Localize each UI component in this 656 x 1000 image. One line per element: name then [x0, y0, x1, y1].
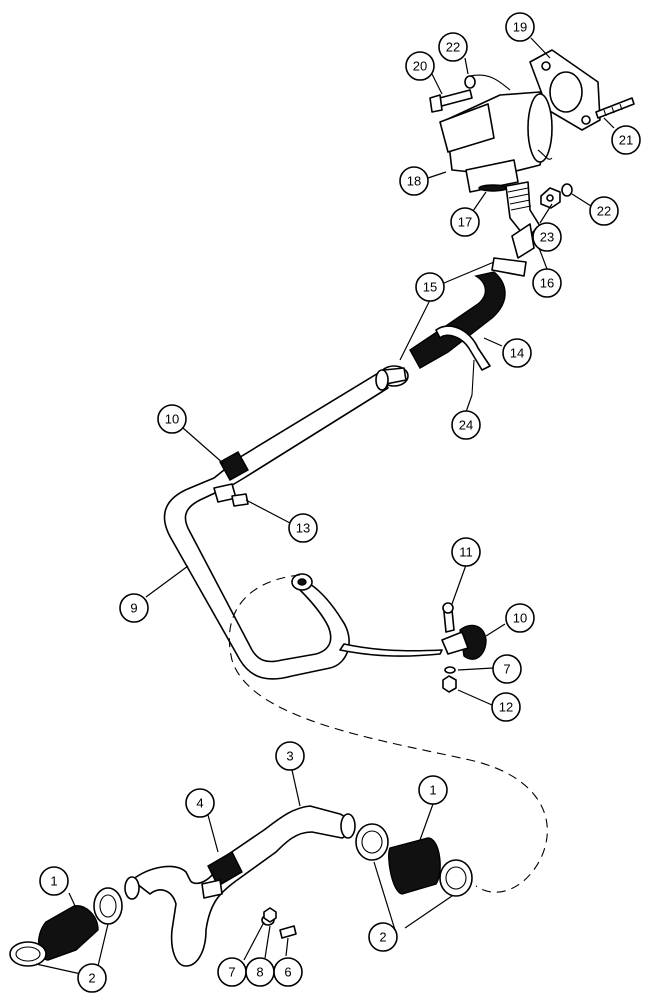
- clamp-bolt: [442, 602, 455, 633]
- assembly-dashed-line: [228, 574, 548, 893]
- svg-text:7: 7: [228, 965, 235, 980]
- svg-text:4: 4: [196, 796, 203, 811]
- nut-lower: [263, 907, 277, 923]
- clamp-bolt: [231, 493, 249, 507]
- svg-text:8: 8: [256, 965, 263, 980]
- callout-3: 3: [275, 741, 305, 771]
- svg-text:15: 15: [423, 280, 437, 295]
- o-ring: [478, 184, 508, 192]
- lock-washer: [444, 666, 456, 674]
- tube-clamp: [213, 451, 249, 503]
- callout-16: 16: [532, 268, 562, 298]
- svg-text:13: 13: [296, 521, 310, 536]
- hose-support-bracket: [435, 325, 491, 396]
- callout-1: 1: [39, 866, 69, 896]
- svg-text:2: 2: [88, 971, 95, 986]
- callout-24: 24: [451, 410, 481, 440]
- svg-text:22: 22: [446, 40, 460, 55]
- elbow-fitting: [505, 181, 541, 259]
- callout-13: 13: [288, 513, 318, 543]
- svg-text:24: 24: [459, 418, 473, 433]
- svg-text:17: 17: [458, 215, 472, 230]
- callout-21: 21: [611, 125, 641, 155]
- callout-6: 6: [273, 957, 303, 987]
- tube-lower-clamp: [201, 851, 243, 899]
- hose-clamp-upper: [491, 257, 527, 277]
- svg-text:22: 22: [597, 204, 611, 219]
- housing: [439, 74, 553, 193]
- svg-text:12: 12: [499, 700, 513, 715]
- callout-18: 18: [399, 166, 429, 196]
- callout-20: 20: [405, 51, 435, 81]
- callout-10: 10: [157, 404, 187, 434]
- bolt: [429, 89, 473, 113]
- svg-text:19: 19: [513, 20, 527, 35]
- svg-text:1: 1: [429, 783, 436, 798]
- hose-clamp-left-1: [9, 941, 47, 967]
- callout-2b: 2: [368, 922, 398, 952]
- bolt-lower: [279, 925, 297, 939]
- callout-22: 22: [438, 32, 468, 62]
- callout-15: 15: [415, 272, 445, 302]
- svg-text:1: 1: [50, 874, 57, 889]
- tube-clamp-small: [441, 624, 487, 660]
- callout-17: 17: [450, 207, 480, 237]
- svg-text:11: 11: [459, 545, 473, 560]
- hose-clamp-right-2: [439, 859, 473, 897]
- callout-9: 9: [119, 593, 149, 623]
- callout-12: 12: [491, 692, 521, 722]
- leader-lines: [35, 37, 615, 979]
- svg-text:10: 10: [513, 611, 527, 626]
- hose: [409, 271, 506, 369]
- callout-11: 11: [451, 537, 481, 567]
- callout-14: 14: [502, 338, 532, 368]
- stud: [595, 97, 635, 119]
- svg-text:20: 20: [413, 59, 427, 74]
- svg-text:18: 18: [407, 174, 421, 189]
- callout-22b: 22: [589, 196, 619, 226]
- washer: [464, 75, 573, 197]
- hose-clamp-right-1: [355, 823, 389, 861]
- svg-text:7: 7: [503, 662, 510, 677]
- callout-7b: 7: [217, 957, 247, 987]
- svg-text:23: 23: [540, 230, 554, 245]
- tube-lower: [124, 805, 356, 967]
- svg-text:6: 6: [284, 965, 291, 980]
- tube: [163, 369, 389, 680]
- svg-text:9: 9: [130, 601, 137, 616]
- svg-text:21: 21: [619, 133, 633, 148]
- callout-19: 19: [505, 12, 535, 42]
- svg-text:14: 14: [510, 346, 524, 361]
- callout-1b: 1: [418, 775, 448, 805]
- svg-text:16: 16: [540, 276, 554, 291]
- callout-7: 7: [492, 654, 522, 684]
- callout-4: 4: [185, 788, 215, 818]
- svg-text:2: 2: [379, 930, 386, 945]
- svg-text:3: 3: [286, 749, 293, 764]
- callout-2: 2: [77, 963, 107, 993]
- nut: [540, 187, 561, 209]
- clamp-nut: [442, 675, 457, 693]
- hose-lower-right: [388, 837, 441, 895]
- callout-8: 8: [245, 957, 275, 987]
- hose-lower-left: [38, 905, 99, 961]
- svg-text:10: 10: [165, 412, 179, 427]
- flange-plate: [529, 49, 601, 131]
- tube-extension: [339, 643, 443, 657]
- callout-10b: 10: [505, 603, 535, 633]
- callout-23: 23: [532, 222, 562, 252]
- hose-clamp-left-2: [93, 887, 123, 925]
